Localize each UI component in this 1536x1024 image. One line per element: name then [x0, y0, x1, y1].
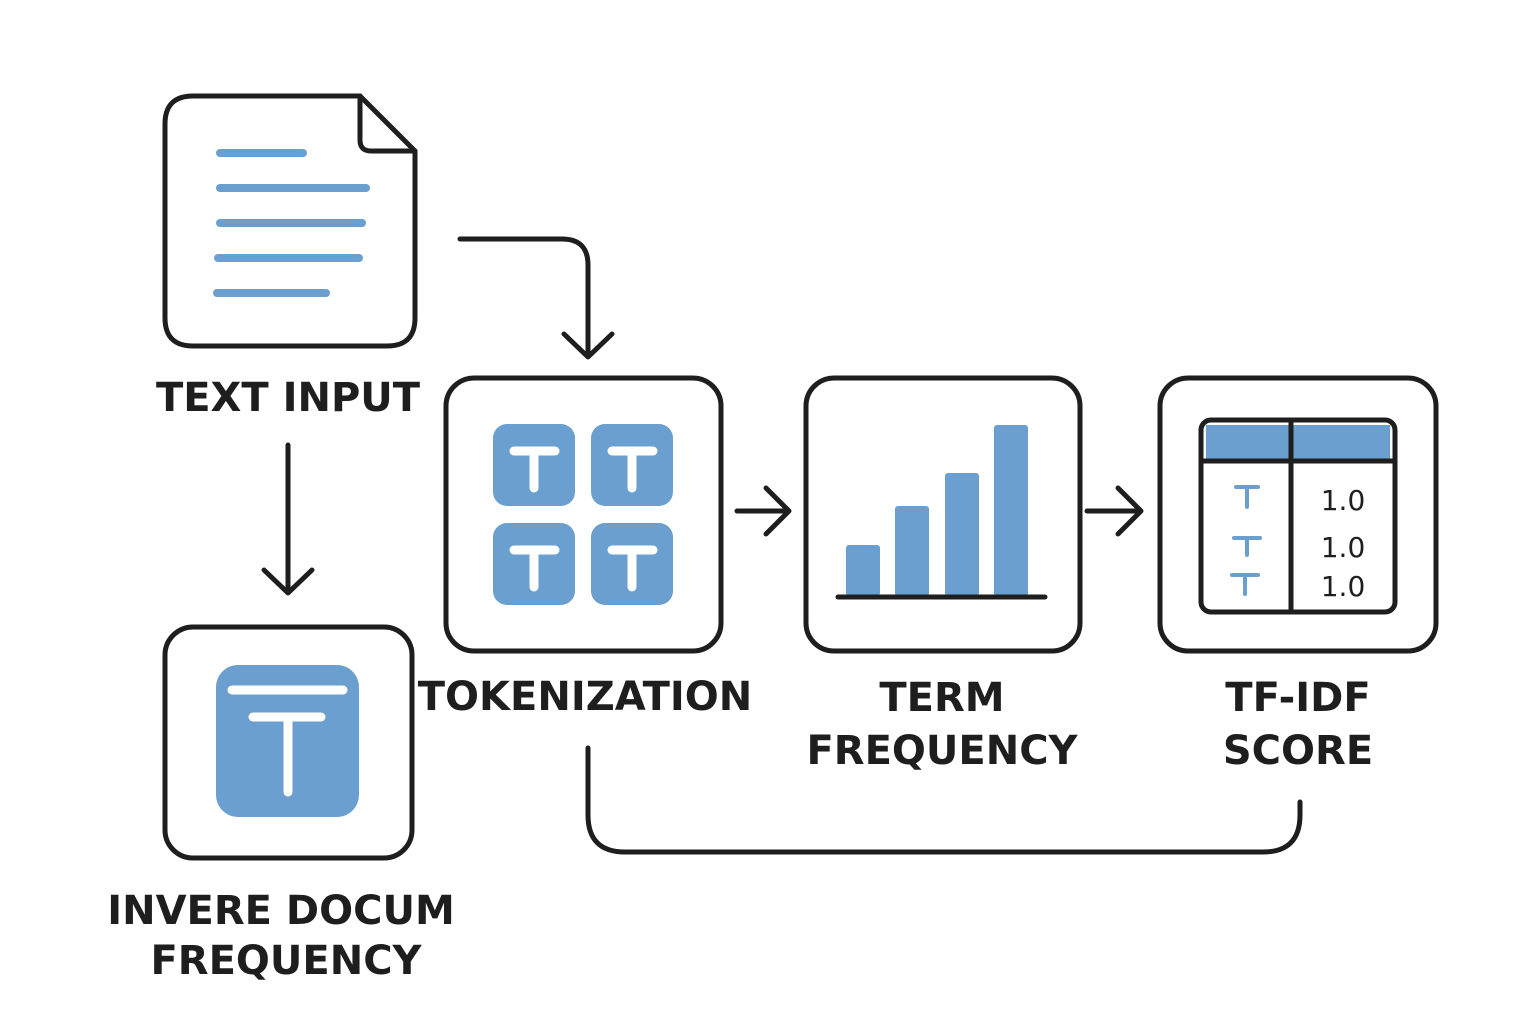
text-input-label: TEXT INPUT: [156, 375, 421, 421]
node-text-input: TEXT INPUT: [156, 93, 421, 421]
term-frequency-label-line2: FREQUENCY: [806, 728, 1078, 774]
tfidf-score-value-2: 1.0: [1321, 531, 1366, 564]
term-frequency-label-line1: TERM: [879, 675, 1004, 721]
tfidf-score-value-3: 1.0: [1321, 570, 1366, 603]
tokenization-label: TOKENIZATION: [418, 674, 752, 720]
connector-tokenization-to-term-frequency: [734, 485, 792, 537]
node-tfidf-score: 1.0 1.0 1.0 TF-IDF SCORE: [1157, 375, 1439, 774]
token-icon: [216, 665, 359, 817]
token-grid-icon: [493, 424, 673, 605]
tfidf-score-value-1: 1.0: [1321, 484, 1366, 517]
node-term-frequency: TERM FREQUENCY: [803, 375, 1083, 774]
score-table-icon: 1.0 1.0 1.0: [1198, 417, 1398, 615]
connector-text-input-to-tokenization: [457, 236, 615, 360]
idf-label-line1: INVERE DOCUM: [107, 888, 455, 934]
connector-text-input-to-idf: [261, 442, 315, 596]
bar-chart-icon: [835, 425, 1048, 600]
idf-label-line2: FREQUENCY: [150, 938, 422, 984]
connector-term-frequency-to-tfidf: [1084, 485, 1144, 537]
document-icon: [162, 93, 418, 349]
tfidf-score-label-line1: TF-IDF: [1225, 675, 1370, 721]
node-inverse-document-frequency: INVERE DOCUM FREQUENCY: [107, 624, 455, 984]
connector-tokenization-to-tfidf-loop: [585, 745, 1303, 855]
node-tokenization: TOKENIZATION: [418, 375, 752, 720]
tfidf-score-label-line2: SCORE: [1223, 728, 1373, 774]
